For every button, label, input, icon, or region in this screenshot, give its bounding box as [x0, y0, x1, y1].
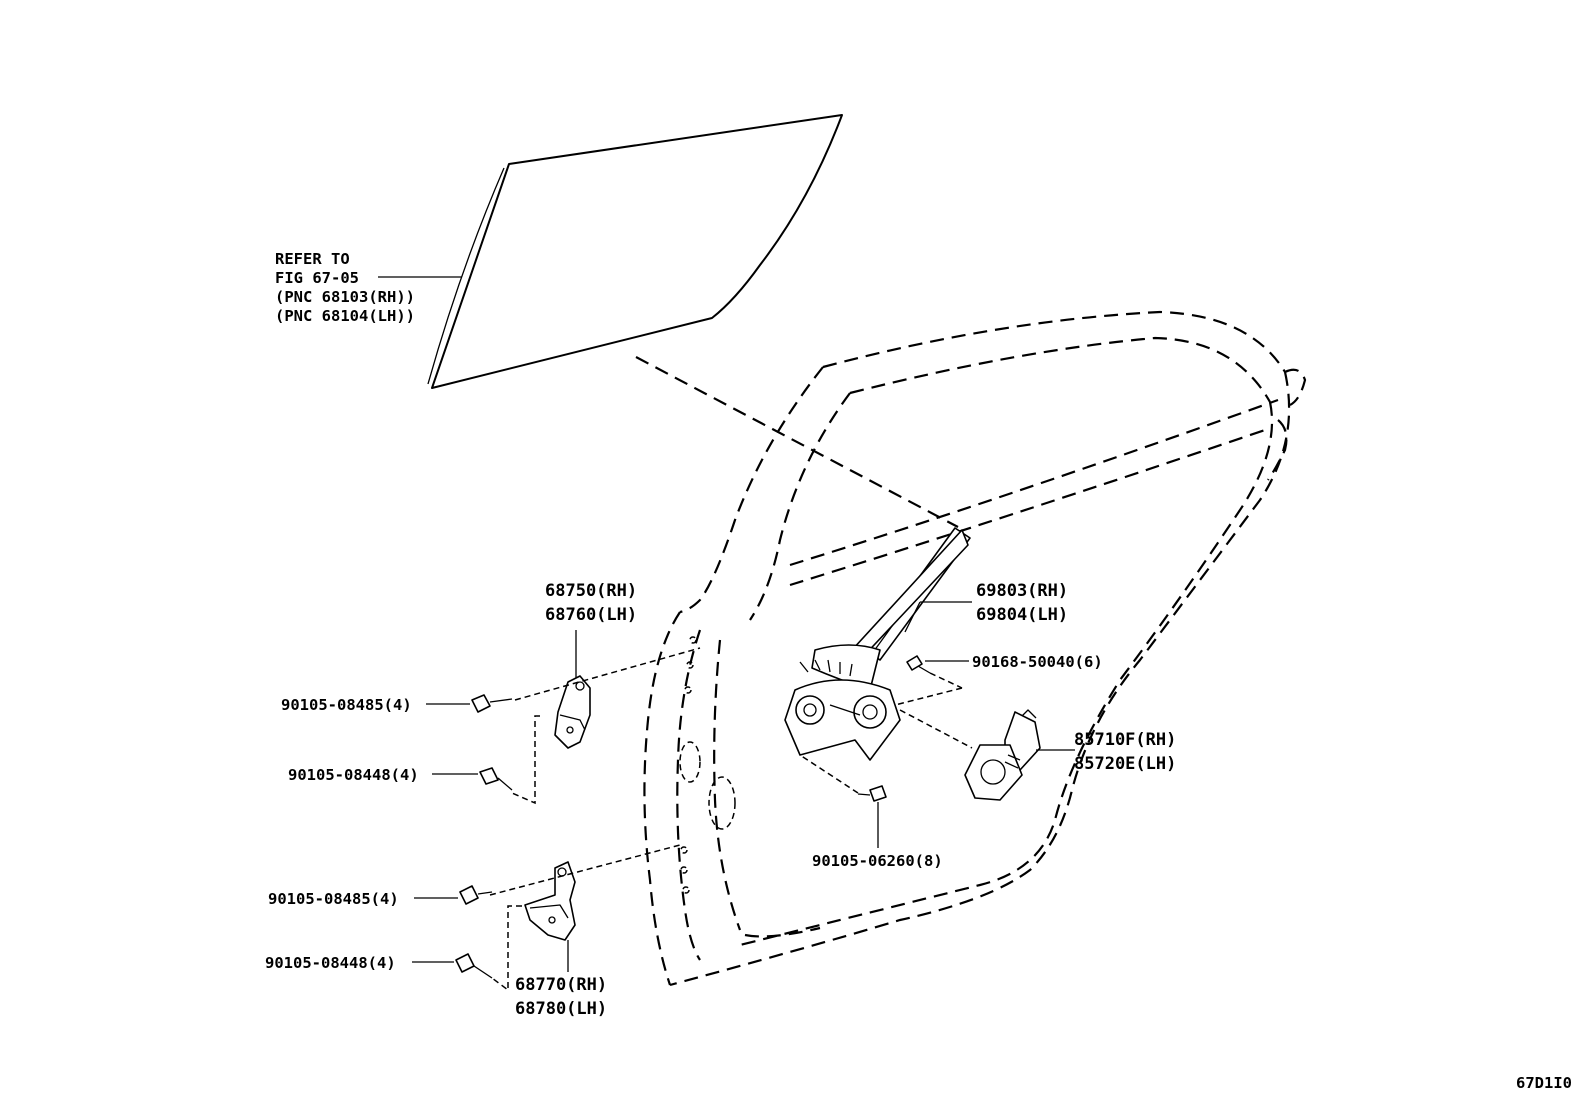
- lower-hinge-bolt-a[interactable]: [459, 885, 493, 905]
- callout-regulator-rh: 69803(RH): [976, 581, 1068, 601]
- callout-upper-hinge-rh: 68750(RH): [545, 581, 637, 601]
- callout-bolt-regulator-lower: 90105-06260(8): [812, 852, 943, 870]
- callout-lower-hinge-bolt-b: 90105-08448(4): [265, 954, 396, 972]
- glass-ref-line2: FIG 67-05: [275, 269, 359, 287]
- callout-regulator-lh: 69804(LH): [976, 605, 1068, 625]
- callout-lower-hinge-lh: 68780(LH): [515, 999, 607, 1019]
- upper-hinge-dashline: [514, 647, 701, 701]
- upper-hinge-bolt-a[interactable]: [471, 694, 513, 713]
- upper-hinge-bolt-b[interactable]: [479, 767, 513, 791]
- window-regulator[interactable]: [784, 527, 971, 761]
- regulator-bolt-upper[interactable]: [906, 655, 931, 674]
- lower-hinge-bolt-b[interactable]: [455, 953, 493, 979]
- motor-dashline: [899, 709, 973, 749]
- callout-lower-hinge-bolt-a: 90105-08485(4): [268, 890, 399, 908]
- bolt-lower-dashline: [799, 754, 859, 794]
- glass-ref-line3: (PNC 68103(RH)): [275, 288, 415, 306]
- glass-ref-line4: (PNC 68104(LH)): [275, 307, 415, 325]
- upper-hinge-bracket-dashline: [511, 715, 540, 805]
- callout-motor-rh: 85710F(RH): [1074, 730, 1176, 750]
- callout-upper-hinge-bolt-a: 90105-08485(4): [281, 696, 412, 714]
- callout-lower-hinge-rh: 68770(RH): [515, 975, 607, 995]
- upper-hinge[interactable]: [554, 675, 591, 749]
- bolt-regulator-dashline-b: [894, 687, 963, 706]
- bolt-regulator-dashline: [929, 672, 963, 689]
- glass-to-regulator-dashline: [635, 356, 959, 528]
- callout-upper-hinge-bolt-b: 90105-08448(4): [288, 766, 419, 784]
- lower-hinge[interactable]: [524, 861, 576, 941]
- lower-hinge-dashline: [489, 844, 681, 896]
- figure-id: 67D1I0: [1516, 1074, 1572, 1092]
- lower-hinge-bracket-dashline: [491, 905, 522, 992]
- callout-upper-hinge-lh: 68760(LH): [545, 605, 637, 625]
- regulator-leader-b: [904, 601, 921, 633]
- regulator-bolt-lower[interactable]: [857, 785, 887, 802]
- glass-ref-line1: REFER TO: [275, 250, 350, 268]
- window-motor[interactable]: [964, 709, 1041, 801]
- rear-door-outline: [643, 310, 1307, 987]
- callout-bolt-regulator: 90168-50040(6): [972, 653, 1103, 671]
- callout-motor-lh: 85720E(LH): [1074, 754, 1176, 774]
- door-glass[interactable]: [427, 114, 843, 389]
